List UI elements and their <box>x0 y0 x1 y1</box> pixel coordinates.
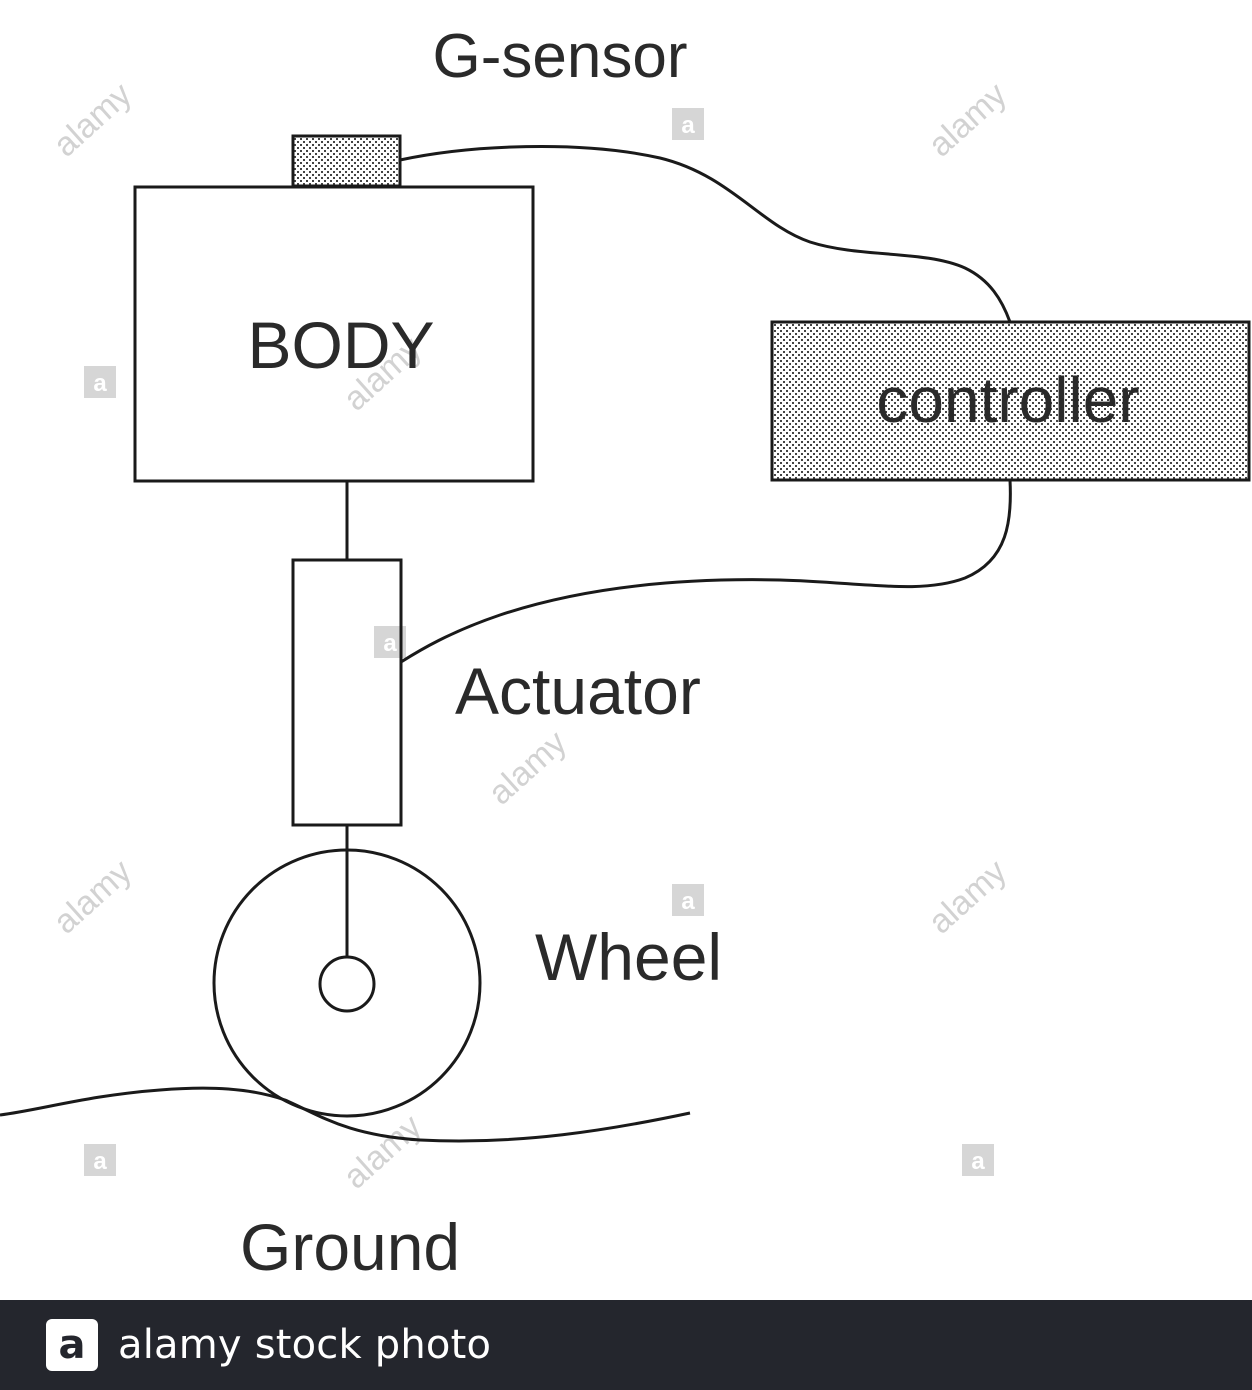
body-label: BODY <box>247 308 434 382</box>
watermark-tag-icon: a <box>672 884 704 916</box>
svg-text:a: a <box>971 1148 985 1175</box>
g-sensor-box <box>291 134 402 188</box>
svg-text:a: a <box>93 370 107 397</box>
watermark-tag-icon: a <box>962 1144 994 1176</box>
watermark-word: alamy <box>46 75 139 164</box>
watermark-tag-icon: a <box>84 366 116 398</box>
body-box <box>133 185 535 483</box>
actuator-box <box>291 558 403 827</box>
svg-text:a: a <box>383 630 397 657</box>
sensor-controller-wire <box>399 145 1012 323</box>
stock-footer-bar: a alamy stock photo <box>0 1300 1252 1390</box>
watermark-tag-icon: a <box>84 1144 116 1176</box>
watermark-word: alamy <box>921 75 1014 164</box>
controller-label: controller <box>876 364 1139 436</box>
g-sensor-label: G-sensor <box>433 22 688 91</box>
watermark-word: alamy <box>921 852 1014 941</box>
ground-label: Ground <box>240 1210 460 1284</box>
alamy-logo-icon: a <box>46 1319 98 1371</box>
wheel-circle <box>212 848 482 1118</box>
wheel-label: Wheel <box>535 920 722 994</box>
controller-box <box>770 320 1251 482</box>
watermark-word: alamy <box>481 723 574 812</box>
watermark-word: alamy <box>46 852 139 941</box>
ground-line <box>0 1086 691 1143</box>
wheel-hub <box>318 955 376 1013</box>
footer-text: alamy stock photo <box>118 1322 492 1368</box>
svg-text:a: a <box>681 888 695 915</box>
controller-actuator-wire <box>400 479 1012 664</box>
actuator-label: Actuator <box>455 654 701 728</box>
svg-text:a: a <box>93 1148 107 1175</box>
watermark-tag-icon: a <box>672 108 704 140</box>
svg-text:a: a <box>681 112 695 139</box>
watermark-word: alamy <box>336 1107 429 1196</box>
